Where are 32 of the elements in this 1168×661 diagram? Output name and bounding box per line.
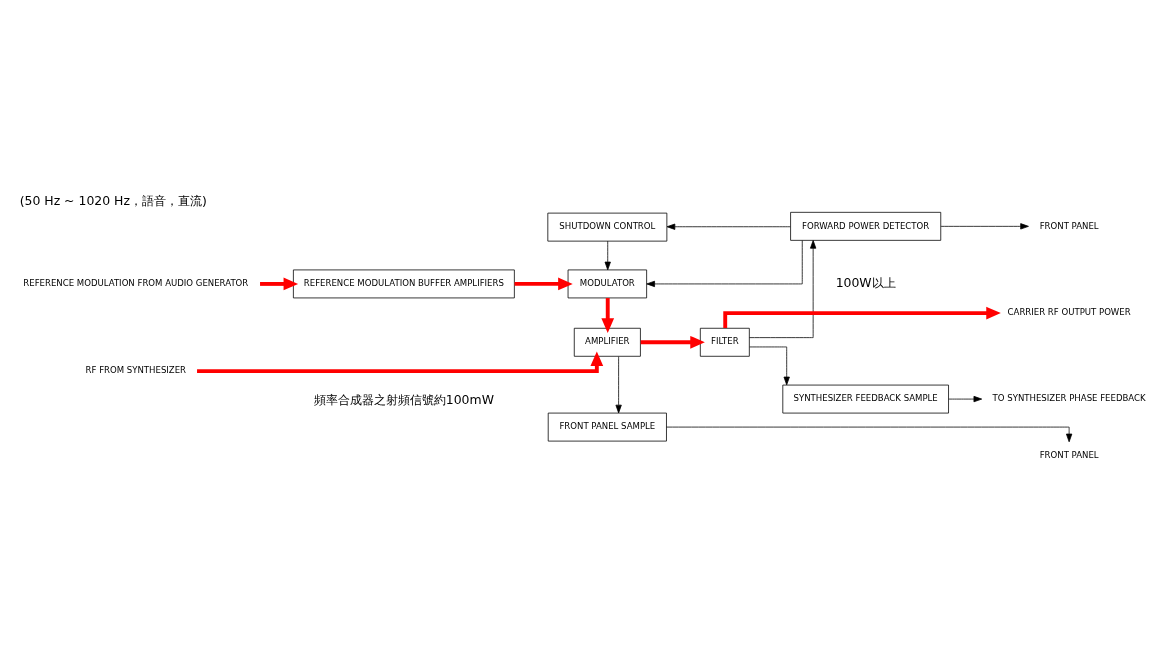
arrow xyxy=(948,395,983,402)
node-box: SHUTDOWN CONTROL xyxy=(547,212,668,241)
node-box: FORWARD POWER DETECTOR xyxy=(790,211,942,241)
node-box: FILTER xyxy=(699,327,750,357)
arrow xyxy=(601,297,615,333)
node-text: RF FROM SYNTHESIZER xyxy=(85,364,187,375)
diagram-title: (50 Hz ~ 1020 Hz，語音，直流) xyxy=(19,192,207,208)
arrow xyxy=(640,335,705,349)
node-box: MODULATOR xyxy=(567,269,648,298)
arrow xyxy=(940,222,1029,229)
label: 頻率合成器之射頻信號約100mW xyxy=(313,391,494,407)
arrow xyxy=(749,346,790,385)
node-text: CARRIER RF OUTPUT POWER xyxy=(1007,306,1131,317)
arrow xyxy=(615,355,622,413)
node-box: REFERENCE MODULATION BUFFER AMPLIFIERS xyxy=(293,269,515,298)
node-box: AMPLIFIER xyxy=(573,327,641,357)
arrow xyxy=(260,277,299,290)
arrow xyxy=(197,351,604,373)
node-text: REFERENCE MODULATION FROM AUDIO GENERATOR xyxy=(23,277,249,288)
node-box: FRONT PANEL SAMPLE xyxy=(547,412,667,441)
node-text: FRONT PANEL xyxy=(1039,449,1099,460)
arrow xyxy=(666,223,791,230)
arrow xyxy=(646,239,803,287)
arrow xyxy=(604,240,611,270)
node-box: SYNTHESIZER FEEDBACK SAMPLE xyxy=(782,384,949,413)
arrow xyxy=(514,277,573,290)
node-text: FRONT PANEL xyxy=(1039,220,1099,231)
arrow xyxy=(749,239,817,338)
arrow xyxy=(666,426,1073,442)
arrow xyxy=(723,306,1001,328)
label: 100W以上 xyxy=(835,274,896,290)
node-text: TO SYNTHESIZER PHASE FEEDBACK xyxy=(992,392,1146,403)
